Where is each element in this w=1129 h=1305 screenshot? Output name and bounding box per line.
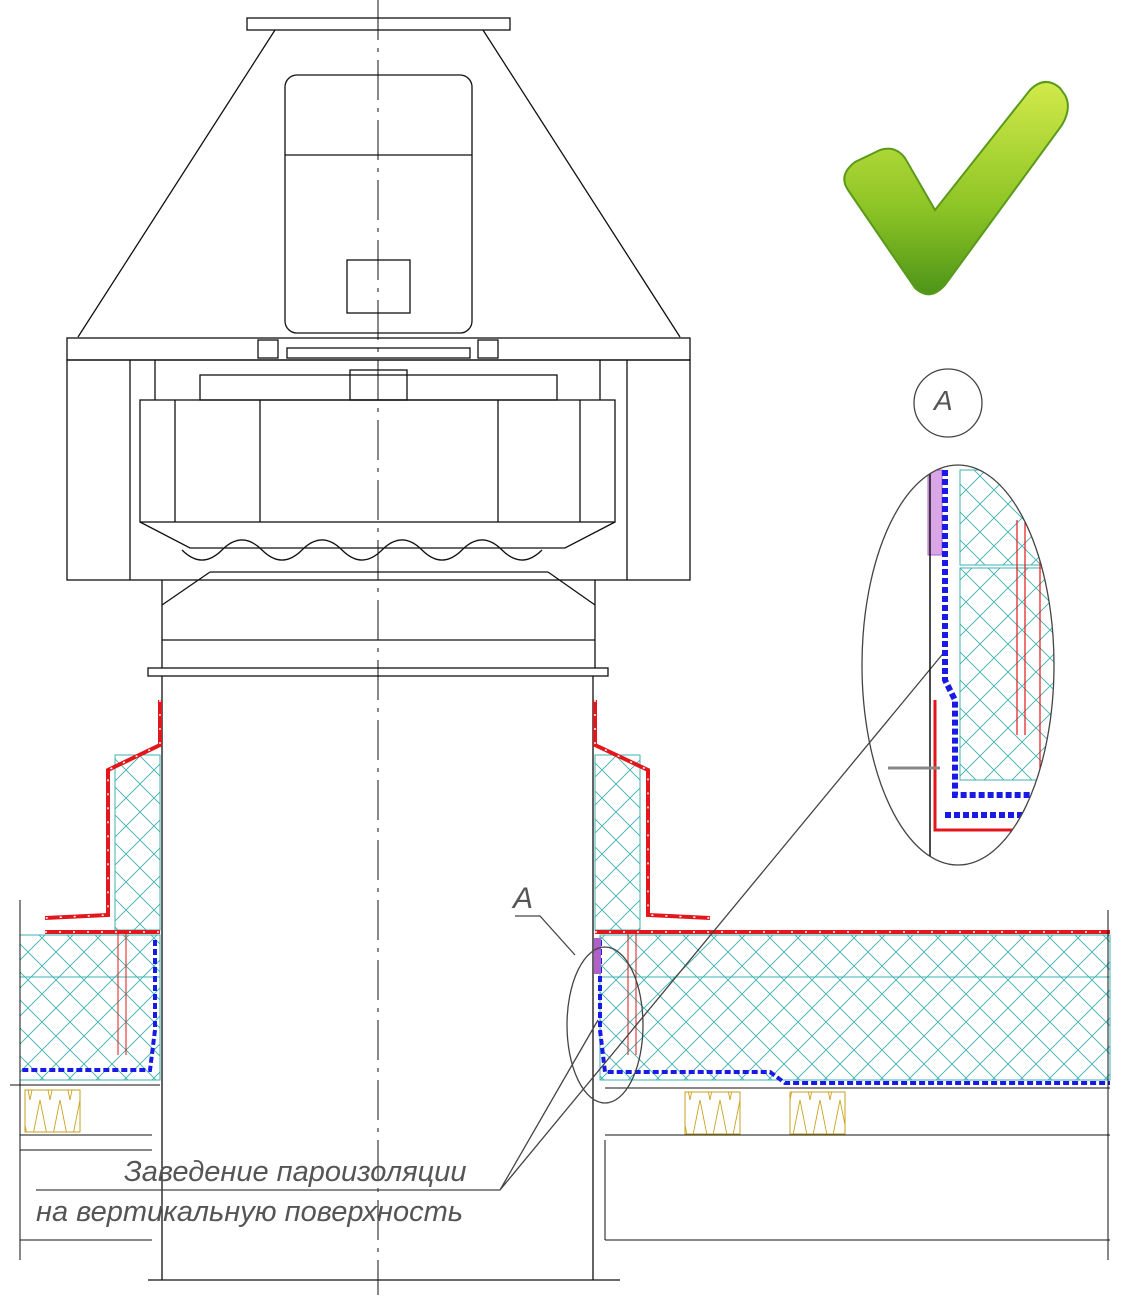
detail-callout-label: A [934, 385, 953, 416]
left-roof-junction [10, 700, 162, 1260]
detail-a-callout [861, 368, 1055, 866]
roof-fan [66, 0, 691, 1295]
annotation-line-1: Заведение пароизоляции [124, 1156, 467, 1188]
leader-lines [36, 649, 947, 1191]
checkmark-icon [843, 81, 1069, 296]
section-marker-label: A [513, 882, 534, 915]
annotation-line-2: на вертикальную поверхность [36, 1196, 463, 1228]
right-roof-junction [566, 700, 1111, 1260]
